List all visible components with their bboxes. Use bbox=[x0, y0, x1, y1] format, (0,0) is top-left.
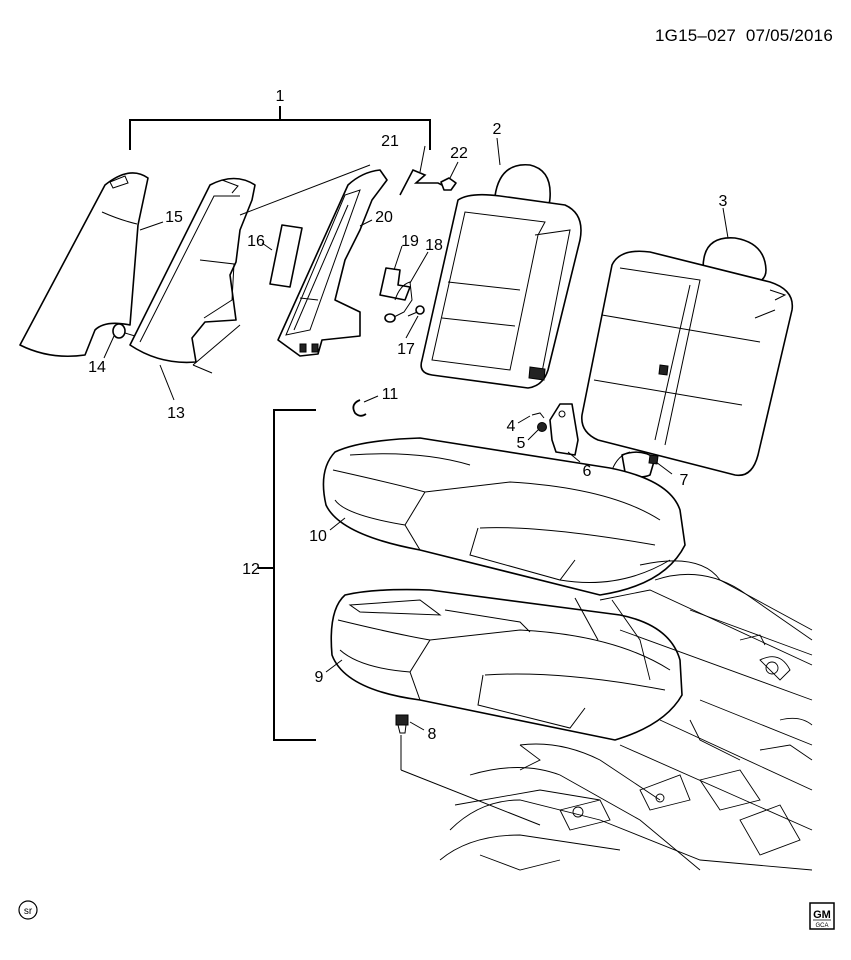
part-8-fastener bbox=[395, 714, 409, 770]
callout-18: 18 bbox=[425, 237, 443, 254]
group-12-bracket bbox=[258, 409, 316, 741]
gm-logo-icon: GM GCA bbox=[809, 902, 835, 930]
callout-11: 11 bbox=[382, 386, 399, 403]
callout-3: 3 bbox=[719, 193, 728, 210]
part-14-push-pin bbox=[112, 323, 136, 339]
callout-9: 9 bbox=[315, 669, 324, 686]
part-4-washer bbox=[531, 412, 545, 419]
part-11-c-clip bbox=[352, 399, 367, 417]
part-17-bolt bbox=[407, 305, 425, 317]
diagram-date: 07/05/2016 bbox=[745, 26, 833, 45]
part-15-bolster-cover bbox=[19, 172, 149, 358]
part-2-seatback-left bbox=[420, 164, 582, 389]
callout-13: 13 bbox=[167, 405, 185, 422]
floor-pan-structure bbox=[400, 560, 813, 871]
diagram-header: 1G15–027 07/05/2016 bbox=[655, 26, 833, 46]
part-20-backrest-frame bbox=[277, 169, 388, 357]
part-9-cushion-frame bbox=[330, 588, 683, 741]
diagram-id: 1G15–027 bbox=[655, 26, 737, 45]
callout-2: 2 bbox=[493, 121, 502, 138]
part-6-hinge-bracket bbox=[549, 403, 579, 456]
callout-5: 5 bbox=[517, 435, 526, 452]
callout-labels: 1 2 3 4 5 6 7 8 9 10 11 12 13 14 15 16 1… bbox=[88, 88, 727, 743]
callout-8: 8 bbox=[428, 726, 437, 743]
callout-14: 14 bbox=[88, 359, 106, 376]
callout-21: 21 bbox=[381, 133, 399, 150]
part-18-latch bbox=[384, 281, 413, 323]
callout-1: 1 bbox=[276, 88, 285, 105]
callout-20: 20 bbox=[375, 209, 393, 226]
part-3-seatback-right bbox=[581, 237, 794, 477]
sr-badge-text: sr bbox=[24, 906, 33, 917]
part-13-bolster-frame bbox=[129, 177, 256, 364]
callout-17: 17 bbox=[397, 341, 415, 358]
part-21-wire-rod bbox=[399, 168, 445, 196]
part-16-pad bbox=[269, 224, 303, 288]
part-10-cushion-cover bbox=[322, 437, 686, 596]
part-5-nut bbox=[537, 422, 547, 432]
callout-10: 10 bbox=[309, 528, 327, 545]
callout-12: 12 bbox=[242, 561, 260, 578]
group-1-bracket bbox=[129, 106, 431, 150]
callout-22: 22 bbox=[450, 145, 468, 162]
gm-logo-top: GM bbox=[813, 909, 831, 921]
callout-6: 6 bbox=[583, 463, 592, 480]
part-19-bracket bbox=[379, 267, 411, 301]
callout-7: 7 bbox=[680, 472, 689, 489]
part-22-clip bbox=[440, 177, 457, 191]
gm-logo-bottom: GCA bbox=[815, 923, 828, 929]
callout-4: 4 bbox=[507, 418, 516, 435]
callout-15: 15 bbox=[165, 209, 183, 226]
callout-19: 19 bbox=[401, 233, 419, 250]
part-7-strap bbox=[611, 451, 659, 478]
callout-16: 16 bbox=[247, 233, 265, 250]
circled-sr-icon: sr bbox=[18, 900, 38, 920]
leader-lines bbox=[103, 137, 729, 731]
